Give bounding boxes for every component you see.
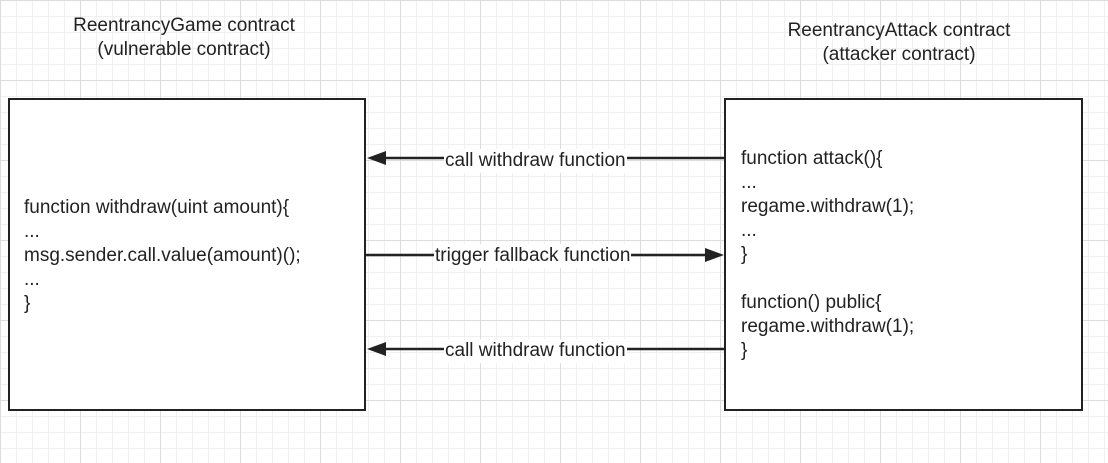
attacker-functions-code: function attack(){ ... regame.withdraw(1… xyxy=(741,147,914,363)
code-line: function attack(){ xyxy=(741,148,883,169)
code-line: regame.withdraw(1); xyxy=(741,316,915,337)
code-line: ... xyxy=(741,220,757,241)
vulnerable-contract-subtitle: (vulnerable contract) xyxy=(97,39,271,60)
attacker-contract-box[interactable] xyxy=(724,98,1083,411)
code-line: } xyxy=(741,340,748,361)
arrow-label-call-withdraw-bottom: call withdraw function xyxy=(444,339,627,363)
vulnerable-contract-name: ReentrancyGame contract xyxy=(73,15,295,36)
code-line: } xyxy=(24,293,31,314)
code-line: } xyxy=(741,244,748,265)
code-line: regame.withdraw(1); xyxy=(741,196,915,217)
code-line: ... xyxy=(24,221,40,242)
attacker-contract-title: ReentrancyAttack contract (attacker cont… xyxy=(749,19,1049,67)
code-line: msg.sender.call.value(amount)(); xyxy=(24,245,301,266)
withdraw-function-code: function withdraw(uint amount){ ... msg.… xyxy=(24,196,301,316)
code-line: function() public{ xyxy=(741,292,882,313)
attacker-contract-name: ReentrancyAttack contract xyxy=(787,20,1011,41)
arrow-label-call-withdraw-top: call withdraw function xyxy=(444,149,627,173)
code-line: function withdraw(uint amount){ xyxy=(24,197,290,218)
arrow-label-trigger-fallback: trigger fallback function xyxy=(434,244,632,268)
vulnerable-contract-box[interactable] xyxy=(8,98,366,411)
vulnerable-contract-title: ReentrancyGame contract (vulnerable cont… xyxy=(34,14,334,62)
code-line: ... xyxy=(24,269,40,290)
code-line: ... xyxy=(741,172,757,193)
attacker-contract-subtitle: (attacker contract) xyxy=(822,44,976,65)
